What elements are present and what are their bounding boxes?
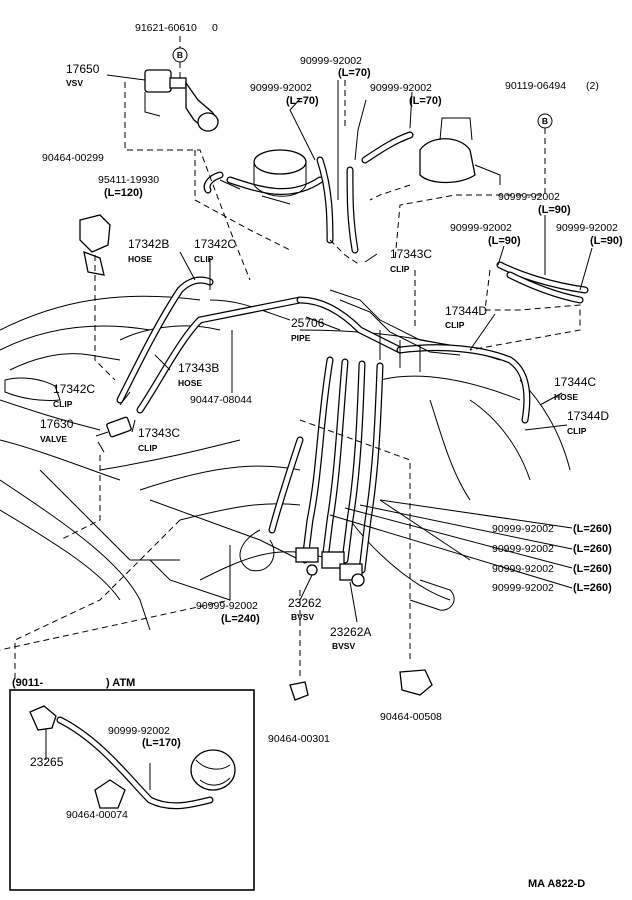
svg-text:B: B — [177, 50, 183, 60]
label-23262A-name: BVSV — [332, 641, 355, 651]
label-90447-08044: 90447-08044 — [190, 394, 252, 406]
vacuum-hoses — [56, 131, 589, 810]
label-91621-qty: 0 — [212, 22, 218, 34]
label-90464-00301: 90464-00301 — [268, 733, 330, 745]
bvsv-parts — [295, 547, 365, 587]
label-90999-i-len: (L=260) — [573, 563, 612, 575]
label-90999-d: 90999-92002 — [498, 191, 560, 203]
label-17342C-left: 17342C — [53, 382, 95, 396]
label-17630: 17630 — [40, 417, 74, 431]
label-17344D-right: 17344D — [567, 409, 609, 423]
inset-title: (9011- — [12, 677, 44, 689]
label-17343B-name: HOSE — [178, 378, 202, 388]
callout-b-left: B — [172, 47, 188, 63]
label-90119-06494: 90119-06494 — [505, 80, 566, 92]
label-23265: 23265 — [30, 755, 64, 769]
label-17630-name: VALVE — [40, 434, 67, 444]
label-17344C: 17344C — [554, 375, 596, 389]
label-90999-g-len: (L=260) — [573, 523, 612, 535]
label-90999-j-len: (L=260) — [573, 582, 612, 594]
label-17343B: 17343B — [178, 361, 219, 375]
bottom-clips — [289, 669, 433, 701]
label-90119-qty: (2) — [586, 80, 599, 92]
label-90999-l: 90999-92002 — [108, 725, 170, 737]
egr-valve-right — [419, 117, 501, 185]
label-17650: 17650 — [66, 62, 100, 76]
label-25706-name: PIPE — [291, 333, 311, 343]
label-90999-d-len: (L=90) — [538, 204, 571, 216]
label-23262: 23262 — [288, 596, 322, 610]
pipe-25706 — [329, 289, 461, 372]
label-95411-19930: 95411-19930 — [98, 174, 159, 186]
label-90999-k: 90999-92002 — [196, 600, 258, 612]
label-90999-j: 90999-92002 — [492, 582, 554, 594]
label-90999-c-len: (L=70) — [409, 95, 442, 107]
label-17342C-left-name: CLIP — [53, 399, 73, 409]
valve-17630 — [95, 416, 132, 453]
label-17344D-right-name: CLIP — [567, 426, 587, 436]
leader-lines — [0, 36, 593, 799]
callout-b-right: B — [537, 113, 553, 129]
label-90999-e: 90999-92002 — [450, 222, 512, 234]
label-17344C-name: HOSE — [554, 392, 578, 402]
label-17343C-left-name: CLIP — [138, 443, 158, 453]
label-90999-c: 90999-92002 — [370, 82, 432, 94]
label-90999-e-len: (L=90) — [488, 235, 521, 247]
egr-valve-top — [253, 149, 307, 205]
svg-text:B: B — [542, 116, 548, 126]
label-90464-00508: 90464-00508 — [380, 711, 442, 723]
label-25706: 25706 — [291, 316, 325, 330]
label-17342C-top-name: CLIP — [194, 254, 214, 264]
label-23262-name: BVSV — [291, 612, 314, 622]
label-90999-i: 90999-92002 — [492, 563, 554, 575]
label-17343C-top-name: CLIP — [390, 264, 410, 274]
label-90999-k-len: (L=240) — [221, 613, 260, 625]
label-90999-f-len: (L=90) — [590, 235, 623, 247]
label-90999-b: 90999-92002 — [250, 82, 312, 94]
label-90999-b-len: (L=70) — [286, 95, 319, 107]
label-90999-a: 90999-92002 — [300, 55, 362, 67]
label-91621-60610: 91621-60610 — [135, 22, 197, 34]
inset-title-suffix: ) ATM — [106, 677, 135, 689]
label-17343C-left: 17343C — [138, 426, 180, 440]
label-17650-name: VSV — [66, 78, 83, 88]
label-90999-a-len: (L=70) — [338, 67, 371, 79]
label-17344D-top: 17344D — [445, 304, 487, 318]
label-17344D-top-name: CLIP — [445, 320, 465, 330]
label-17342B: 17342B — [128, 237, 169, 251]
label-90999-l-len: (L=170) — [142, 737, 181, 749]
clip-90464-00299 — [79, 214, 111, 276]
label-90464-00074: 90464-00074 — [66, 809, 128, 821]
diagram-code: MA A822-D — [528, 878, 585, 890]
label-95411-len: (L=120) — [104, 187, 143, 199]
label-90999-h: 90999-92002 — [492, 543, 554, 555]
label-90999-g: 90999-92002 — [492, 523, 554, 535]
label-17342B-name: HOSE — [128, 254, 152, 264]
label-17342C-top: 17342C — [194, 237, 236, 251]
vsv-17650 — [144, 69, 219, 132]
label-17343C-top: 17343C — [390, 247, 432, 261]
label-23262A: 23262A — [330, 625, 371, 639]
label-90999-h-len: (L=260) — [573, 543, 612, 555]
engine-outline — [0, 295, 571, 631]
label-90464-00299: 90464-00299 — [42, 152, 104, 164]
label-90999-f: 90999-92002 — [556, 222, 618, 234]
atm-inset: (9011- ) ATM 90999-92002 (L=170) 23265 9… — [9, 677, 255, 891]
